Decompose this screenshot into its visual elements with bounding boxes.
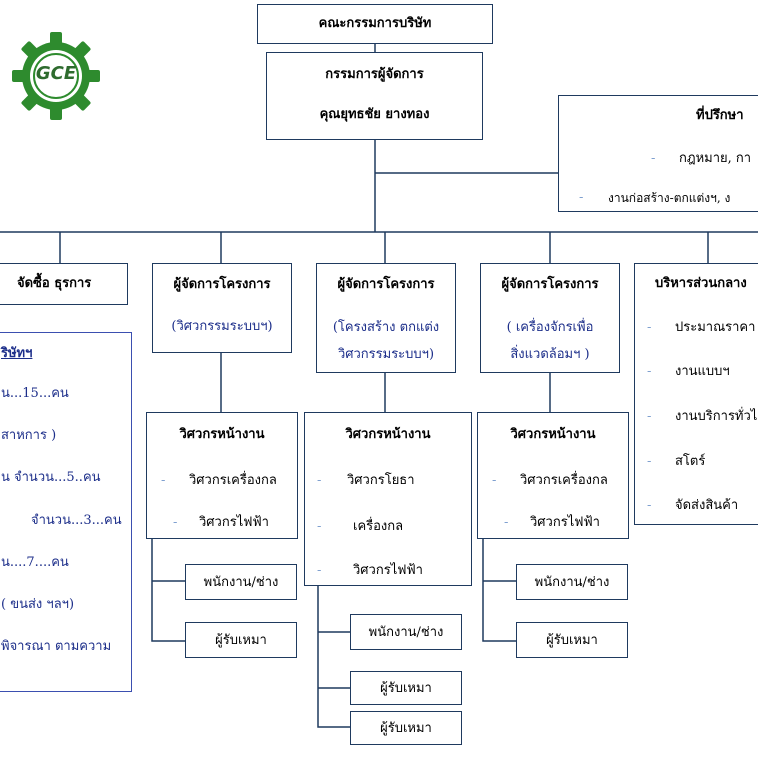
board-box: คณะกรรมการบริษัท: [257, 4, 493, 44]
advisor-bullet-1: -: [651, 151, 656, 166]
company-staff-item: น จำนวน...5..คน: [1, 470, 101, 485]
pm2-worker-box: พนักงาน/ช่าง: [350, 614, 462, 650]
company-staff-title: ริษัทฯ: [1, 346, 33, 361]
company-staff-item: สาหการ ): [1, 428, 57, 443]
se3-item: วิศวกรเครื่องกล: [520, 473, 608, 488]
pm2-sub: วิศวกรรมระบบฯ): [337, 347, 435, 362]
company-staff-item: ( ขนส่ง ฯลฯ): [1, 597, 75, 612]
admin-item: ประมาณราคา: [675, 320, 756, 335]
logo-text: GCE: [35, 63, 77, 84]
worker-label: พนักงาน/ช่าง: [368, 625, 444, 640]
company-staff-box: ริษัทฯ น...15...คน สาหการ ) น จำนวน...5.…: [0, 332, 132, 692]
advisor-bullet-2: -: [579, 190, 584, 205]
site-engineer-1-box: วิศวกรหน้างาน - วิศวกรเครื่องกล - วิศวกร…: [146, 412, 298, 539]
purchasing-box: จัดซื้อ ธุรการ: [0, 263, 128, 305]
pm2-contractor-box-2: ผู้รับเหมา: [350, 711, 462, 745]
se1-item: วิศวกรเครื่องกล: [189, 473, 277, 488]
company-logo: GCE: [8, 28, 104, 124]
se1-item: วิศวกรไฟฟ้า: [199, 515, 269, 530]
admin-item: งานบริการทั่วไ: [675, 409, 758, 424]
advisor-box: ที่ปรึกษา - กฎหมาย, กา - งานก่อสร้าง-ตกแ…: [558, 95, 758, 212]
admin-bullet: -: [647, 364, 652, 379]
se2-item: เครื่องกล: [353, 519, 404, 534]
company-staff-item: พิจารณา ตามความ: [1, 639, 112, 654]
pm2-sub: (โครงสร้าง ตกแต่ง: [332, 320, 440, 335]
site-engineer-2-box: วิศวกรหน้างาน - วิศวกรโยธา - เครื่องกล -…: [304, 412, 472, 586]
contractor-label: ผู้รับเหมา: [546, 633, 598, 648]
se2-bullet: -: [317, 519, 322, 534]
se2-item: วิศวกรโยธา: [347, 473, 415, 488]
pm3-title: ผู้จัดการโครงการ: [501, 277, 599, 292]
site-engineer-3-box: วิศวกรหน้างาน - วิศวกรเครื่องกล - วิศวกร…: [477, 412, 629, 539]
pm1-sub: (วิศวกรรมระบบฯ): [171, 319, 273, 334]
company-staff-item: น....7....คน: [1, 555, 69, 570]
contractor-label: ผู้รับเหมา: [380, 721, 432, 736]
admin-item: สโตร์: [675, 454, 706, 469]
pm1-worker-box: พนักงาน/ช่าง: [185, 564, 297, 600]
worker-label: พนักงาน/ช่าง: [203, 575, 279, 590]
pm2-contractor-box-1: ผู้รับเหมา: [350, 671, 462, 705]
project-manager-3-box: ผู้จัดการโครงการ ( เครื่องจักรเพื่อ สิ่ง…: [480, 263, 620, 373]
pm3-sub: ( เครื่องจักรเพื่อ: [506, 320, 594, 335]
board-title: คณะกรรมการบริษัท: [318, 16, 432, 31]
se2-title: วิศวกรหน้างาน: [345, 427, 431, 442]
admin-bullet: -: [647, 498, 652, 513]
admin-bullet: -: [647, 409, 652, 424]
admin-bullet: -: [647, 320, 652, 335]
pm1-contractor-box: ผู้รับเหมา: [185, 622, 297, 658]
pm3-contractor-box: ผู้รับเหมา: [516, 622, 628, 658]
admin-bullet: -: [647, 454, 652, 469]
se3-bullet: -: [492, 473, 497, 488]
admin-title: บริหารส่วนกลาง: [655, 276, 747, 291]
purchasing-title: จัดซื้อ ธุรการ: [17, 276, 92, 291]
advisor-item-construction: งานก่อสร้าง-ตกแต่งฯ, ง: [608, 191, 731, 205]
se1-bullet: -: [161, 473, 166, 488]
admin-item: จัดส่งสินค้า: [675, 498, 739, 513]
se2-bullet: -: [317, 563, 322, 578]
central-admin-box: บริหารส่วนกลาง - ประมาณราคา - งานแบบฯ - …: [634, 263, 758, 525]
project-manager-1-box: ผู้จัดการโครงการ (วิศวกรรมระบบฯ): [152, 263, 292, 353]
contractor-label: ผู้รับเหมา: [215, 633, 267, 648]
contractor-label: ผู้รับเหมา: [380, 681, 432, 696]
se2-item: วิศวกรไฟฟ้า: [353, 563, 423, 578]
company-staff-item: น...15...คน: [1, 386, 69, 401]
company-staff-item: จำนวน...3...คน: [31, 513, 122, 528]
se2-bullet: -: [317, 473, 322, 488]
managing-director-box: กรรมการผู้จัดการ คุณยุทธชัย ยางทอง: [266, 52, 483, 140]
advisor-title: ที่ปรึกษา: [696, 108, 744, 123]
gear-icon: [12, 32, 100, 120]
se3-item: วิศวกรไฟฟ้า: [530, 515, 600, 530]
pm3-worker-box: พนักงาน/ช่าง: [516, 564, 628, 600]
md-name: คุณยุทธชัย ยางทอง: [319, 107, 430, 122]
se1-title: วิศวกรหน้างาน: [179, 427, 265, 442]
pm2-title: ผู้จัดการโครงการ: [337, 277, 435, 292]
se3-title: วิศวกรหน้างาน: [510, 427, 596, 442]
pm1-title: ผู้จัดการโครงการ: [173, 277, 271, 292]
admin-item: งานแบบฯ: [675, 364, 730, 379]
md-title: กรรมการผู้จัดการ: [325, 67, 424, 82]
advisor-item-law: กฎหมาย, กา: [679, 151, 752, 166]
project-manager-2-box: ผู้จัดการโครงการ (โครงสร้าง ตกแต่ง วิศวก…: [316, 263, 456, 373]
pm3-sub: สิ่งแวดล้อมฯ ): [510, 347, 590, 362]
worker-label: พนักงาน/ช่าง: [534, 575, 610, 590]
se3-bullet: -: [504, 515, 509, 530]
se1-bullet: -: [173, 515, 178, 530]
